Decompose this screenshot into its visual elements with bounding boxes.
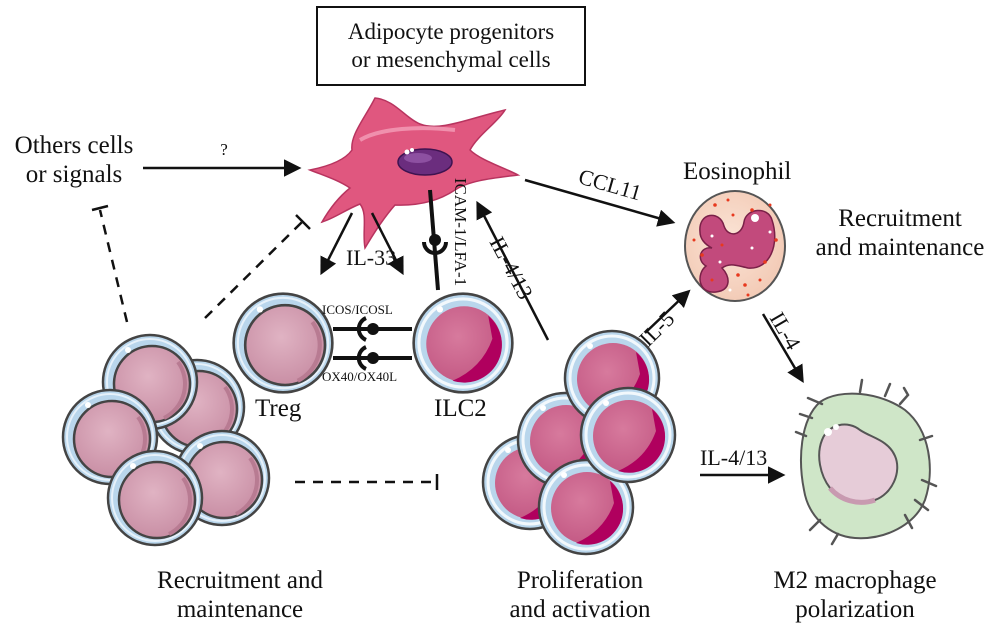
il4-13-right-label: IL-4/13 [700,445,768,470]
eosinophil-icon [684,190,786,302]
ilc2-cluster-caption-line2: and activation [509,595,651,623]
ox40-link [333,345,412,371]
icam-lfa-label: ICAM-1/LFA-1 [451,177,470,287]
eosinophil-caption-line2: and maintenance [815,233,985,261]
arrow-il4-13-to-progenitor [476,200,550,341]
inhibit-treg-to-others [91,204,129,323]
others-label: Others cells or signals [4,132,144,190]
macrophage-icon [794,378,938,546]
progenitor-title-line1: Adipocyte progenitors [347,19,555,45]
il33-label: IL-33 [346,245,397,270]
eosinophil-caption: Recruitment and maintenance [800,205,1000,263]
progenitor-title-box: Adipocyte progenitors or mesenchymal cel… [316,6,586,86]
unknown-signal-label: ? [220,140,228,159]
ilc2-cell-icon [412,292,514,394]
treg-cluster-caption-line2: maintenance [176,595,304,623]
ilc2-cluster-caption: Proliferation and activation [480,567,680,625]
macrophage-caption-line1: M2 macrophage [773,567,937,594]
treg-cluster-caption: Recruitment and maintenance [130,567,350,625]
icam-lfa-link [422,189,448,291]
ilc2-cluster-icon [481,329,677,556]
treg-cluster-icon [61,333,271,547]
ilc2-label: ILC2 [434,395,487,422]
arrow-il33-to-treg [320,212,354,276]
others-label-line2: or signals [25,160,123,188]
arrow-ccl11-to-eosinophil [524,178,676,227]
treg-label: Treg [255,395,302,422]
inhibit-treg-to-progenitor [204,214,311,319]
macrophage-caption-line2: polarization [795,595,915,623]
mesenchymal-cell-icon [307,97,521,251]
treg-cell-icon [234,294,333,393]
treg-cluster-caption-line1: Recruitment and [157,567,323,594]
others-label-line1: Others cells [14,132,134,159]
arrow-il33-to-ilc2 [370,212,404,276]
macrophage-caption: M2 macrophage polarization [755,567,955,625]
ilc2-cluster-caption-line1: Proliferation [516,567,644,594]
icos-label: ICOS/ICOSL [322,302,393,317]
arrow-il4-to-macrophage [761,313,804,384]
icos-link [333,316,412,342]
inhibit-treg-to-ilc2 [295,474,439,490]
ox40-label: OX40/OX40L [322,369,398,384]
eosinophil-caption-line1: Recruitment [838,205,962,232]
progenitor-title-line2: or mesenchymal cells [351,47,551,72]
eosinophil-label: Eosinophil [683,158,792,185]
arrow-il5-to-eosinophil [644,289,691,334]
